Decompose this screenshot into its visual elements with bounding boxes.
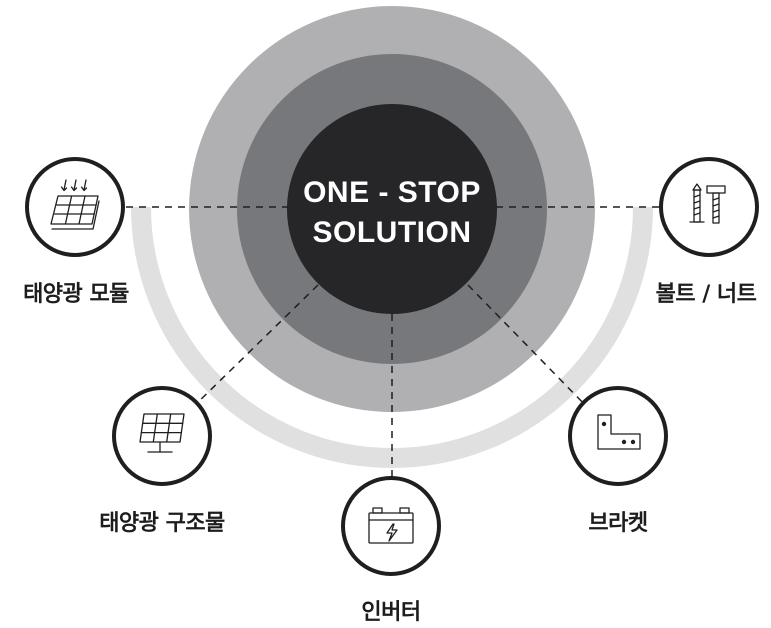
bracket-icon bbox=[597, 414, 641, 450]
center-title: ONE - STOP SOLUTION bbox=[272, 173, 512, 253]
label-solar-structure: 태양광 구조물 bbox=[99, 511, 225, 536]
label-inverter: 인버터 bbox=[361, 600, 421, 625]
solar-panel-module-icon bbox=[50, 179, 100, 230]
center-title-line1: ONE - STOP bbox=[303, 176, 481, 209]
dashed-connectors bbox=[126, 206, 660, 485]
connector-solar-structure bbox=[189, 284, 319, 411]
node-solar-structure bbox=[112, 386, 212, 486]
bolt-nut-icon bbox=[689, 183, 726, 224]
node-inverter bbox=[341, 476, 441, 576]
node-bolt-nut bbox=[659, 157, 759, 257]
connector-bracket bbox=[467, 284, 591, 411]
node-solar-module bbox=[25, 157, 125, 257]
center-title-line2: SOLUTION bbox=[312, 216, 472, 249]
label-solar-module: 태양광 모듈 bbox=[23, 282, 129, 307]
inverter-battery-icon bbox=[368, 507, 414, 544]
node-bracket bbox=[568, 386, 668, 486]
inner-circle bbox=[287, 104, 497, 314]
label-bolt-nut: 볼트 / 너트 bbox=[655, 282, 757, 307]
label-bracket: 브라켓 bbox=[588, 511, 648, 536]
solar-structure-icon bbox=[139, 413, 185, 453]
